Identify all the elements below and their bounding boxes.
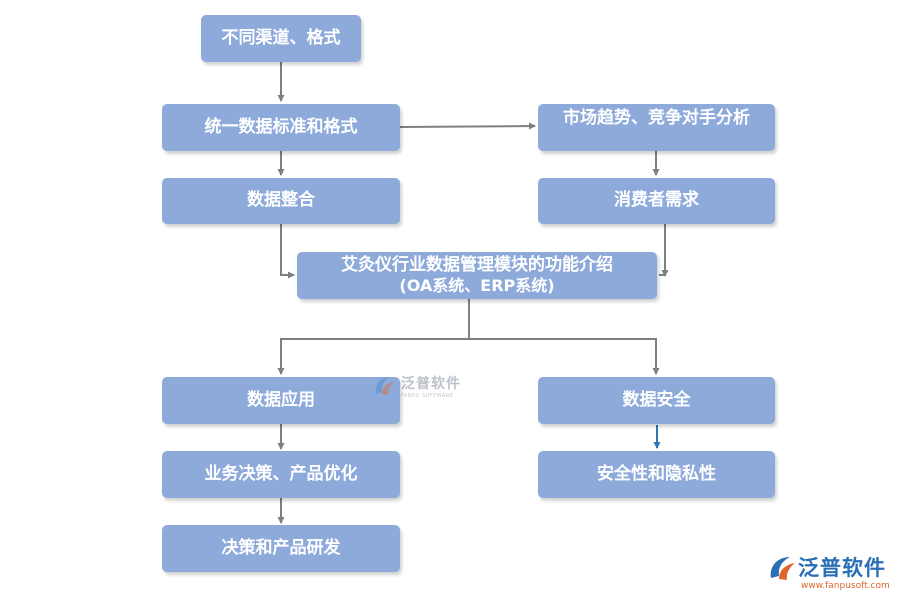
node-integrate-label: 数据整合 — [247, 190, 315, 211]
brand-logo-icon — [770, 557, 795, 580]
node-rnd-label: 决策和产品研发 — [221, 537, 341, 558]
node-application-label: 数据应用 — [247, 389, 315, 410]
node-privacy-label: 安全性和隐私性 — [597, 463, 716, 484]
arrow-center-split — [277, 299, 470, 375]
node-market: 市场趋势、竞争对手分析 — [538, 104, 775, 151]
node-unify: 统一数据标准和格式 — [162, 104, 400, 151]
node-security-label: 数据安全 — [622, 389, 691, 410]
brand-logo: 泛普软件 www.fanpusoft.com — [768, 552, 894, 596]
node-application: 数据应用 — [162, 377, 400, 424]
node-integrate: 数据整合 — [162, 178, 400, 224]
node-market-label: 市场趋势、竞争对手分析 — [563, 108, 750, 128]
node-unify-label: 统一数据标准和格式 — [204, 116, 358, 137]
node-decision: 业务决策、产品优化 — [162, 451, 400, 498]
node-security: 数据安全 — [538, 377, 775, 424]
arrow-consumer-to-center — [659, 224, 666, 276]
node-decision-label: 业务决策、产品优化 — [204, 463, 358, 484]
node-rnd: 决策和产品研发 — [162, 525, 400, 572]
node-channels-label: 不同渠道、格式 — [221, 27, 341, 48]
node-privacy: 安全性和隐私性 — [538, 451, 775, 498]
arrow-integrate-to-center — [280, 224, 295, 279]
node-consumer: 消费者需求 — [538, 178, 775, 224]
arrow-unify-to-market — [399, 122, 536, 130]
node-center: 艾灸仪行业数据管理模块的功能介绍 (OA系统、ERP系统) — [297, 252, 657, 299]
node-center-title: 艾灸仪行业数据管理模块的功能介绍 — [341, 254, 613, 275]
brand-logo-name: 泛普软件 — [798, 556, 886, 580]
watermark-logo-icon — [375, 377, 394, 395]
node-consumer-label: 消费者需求 — [614, 190, 699, 211]
watermark: 泛普软件 FANPU SOFTWARE — [372, 373, 461, 399]
brand-logo-url: www.fanpusoft.com — [801, 581, 890, 591]
node-channels: 不同渠道、格式 — [201, 15, 361, 62]
watermark-sub: FANPU SOFTWARE — [401, 393, 454, 399]
watermark-name: 泛普软件 — [401, 376, 461, 392]
node-center-subtitle: (OA系统、ERP系统) — [399, 276, 555, 296]
